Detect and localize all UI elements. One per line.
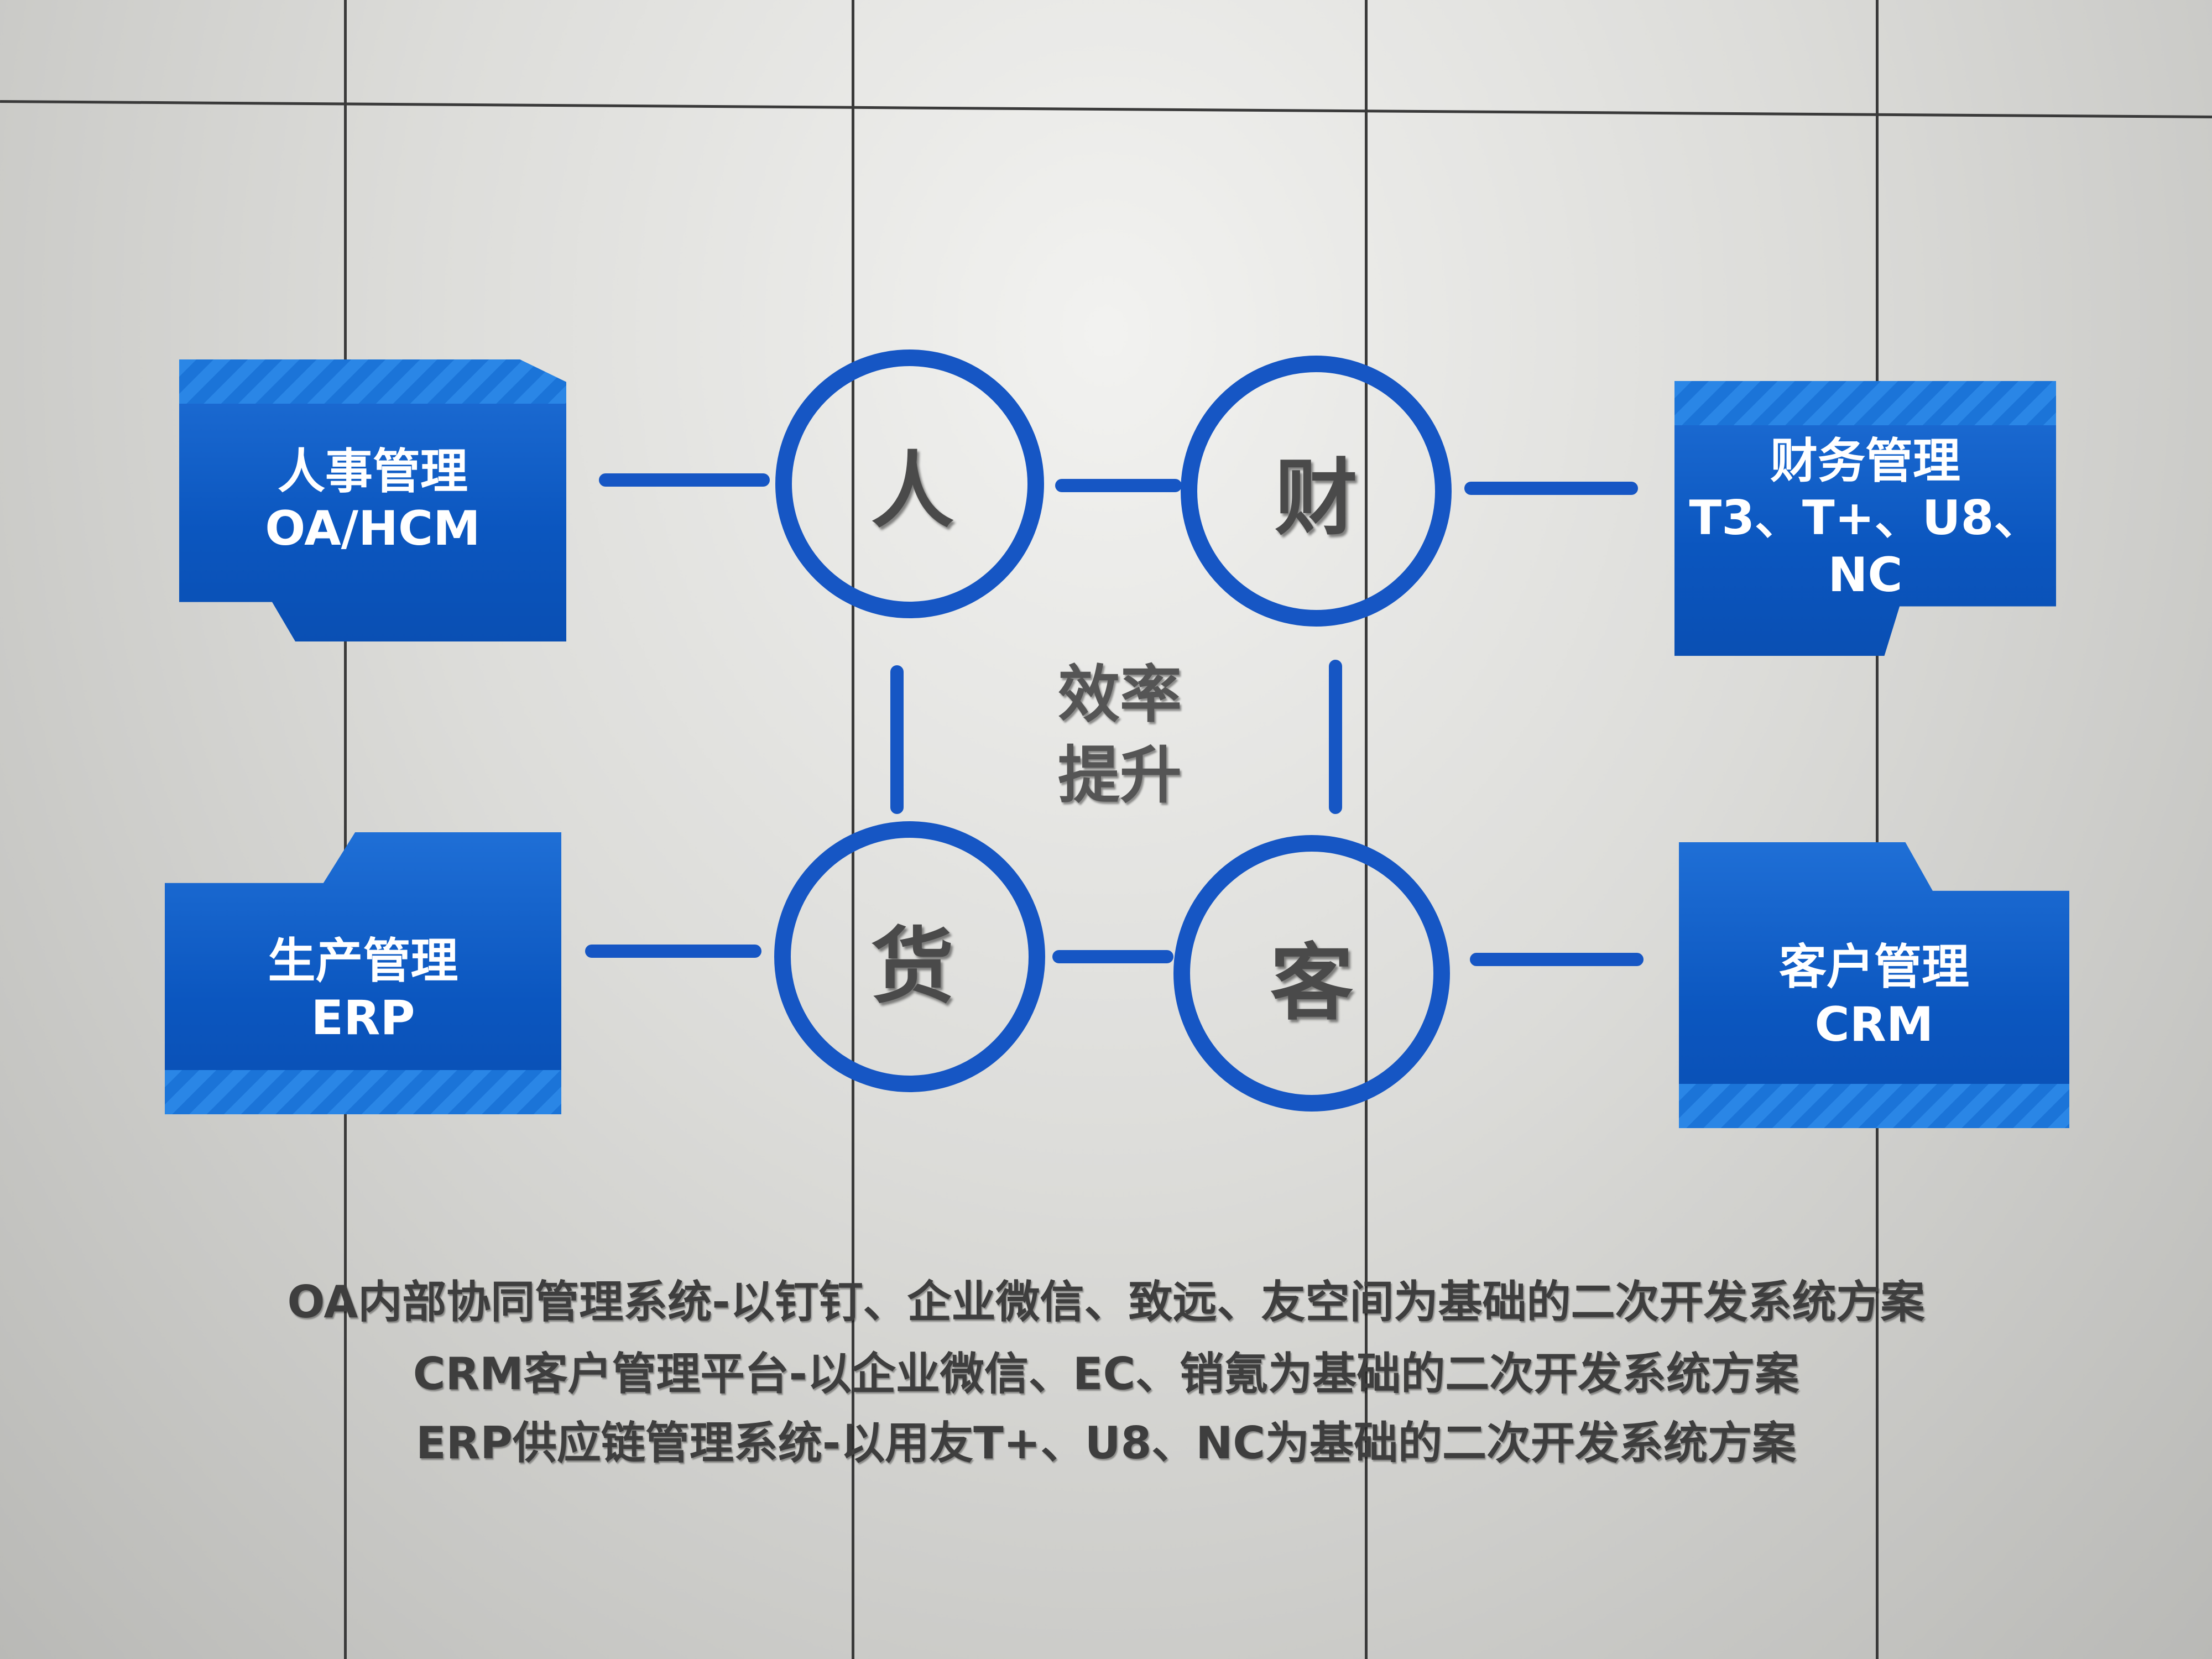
panel-hr: 人事管理 OA/HCM <box>179 359 566 641</box>
wall-seam <box>1365 0 1368 1659</box>
stripe-band <box>165 1070 561 1114</box>
hub-line2: 提升 <box>1058 739 1182 811</box>
panel-subtitle: CRM <box>1814 997 1934 1052</box>
ring-huo <box>774 821 1045 1092</box>
description-erp: ERP供应链管理系统-以用友T+、U8、NC为基础的二次开发系统方案 <box>416 1417 1796 1469</box>
node-cai: 财 <box>1274 450 1358 547</box>
node-ren: 人 <box>870 443 954 540</box>
description-crm: CRM客户管理平台-以企业微信、EC、销氪为基础的二次开发系统方案 <box>413 1348 1799 1400</box>
ring-cai <box>1181 356 1452 627</box>
hub-line1: 效率 <box>1058 659 1182 731</box>
wall-seam <box>852 0 854 1659</box>
node-ke: 客 <box>1270 935 1353 1032</box>
panel-title: 生产管理 <box>268 933 458 989</box>
panel-subtitle: ERP <box>311 990 415 1046</box>
panel-title: 客户管理 <box>1779 940 1969 995</box>
panel-subtitle: T3、T+、U8、NC <box>1689 490 2042 603</box>
wall-seam <box>344 0 347 1659</box>
stripe-band <box>1679 1084 2069 1128</box>
stripe-band <box>1674 381 2056 425</box>
ring-ke <box>1173 835 1450 1112</box>
panel-title: 财务管理 <box>1770 433 1960 489</box>
node-huo: 货 <box>870 919 954 1015</box>
stripe-band <box>179 359 566 404</box>
panel-production: 生产管理 ERP <box>165 832 561 1114</box>
panel-title: 人事管理 <box>278 444 468 499</box>
wall-seam <box>1876 0 1879 1659</box>
description-oa: OA内部协同管理系统-以钉钉、企业微信、致远、友空间为基础的二次开发系统方案 <box>287 1276 1925 1328</box>
ring-ren <box>775 349 1044 618</box>
panel-subtitle: OA/HCM <box>265 501 481 556</box>
hub-label: 效率 提升 <box>1058 655 1182 816</box>
